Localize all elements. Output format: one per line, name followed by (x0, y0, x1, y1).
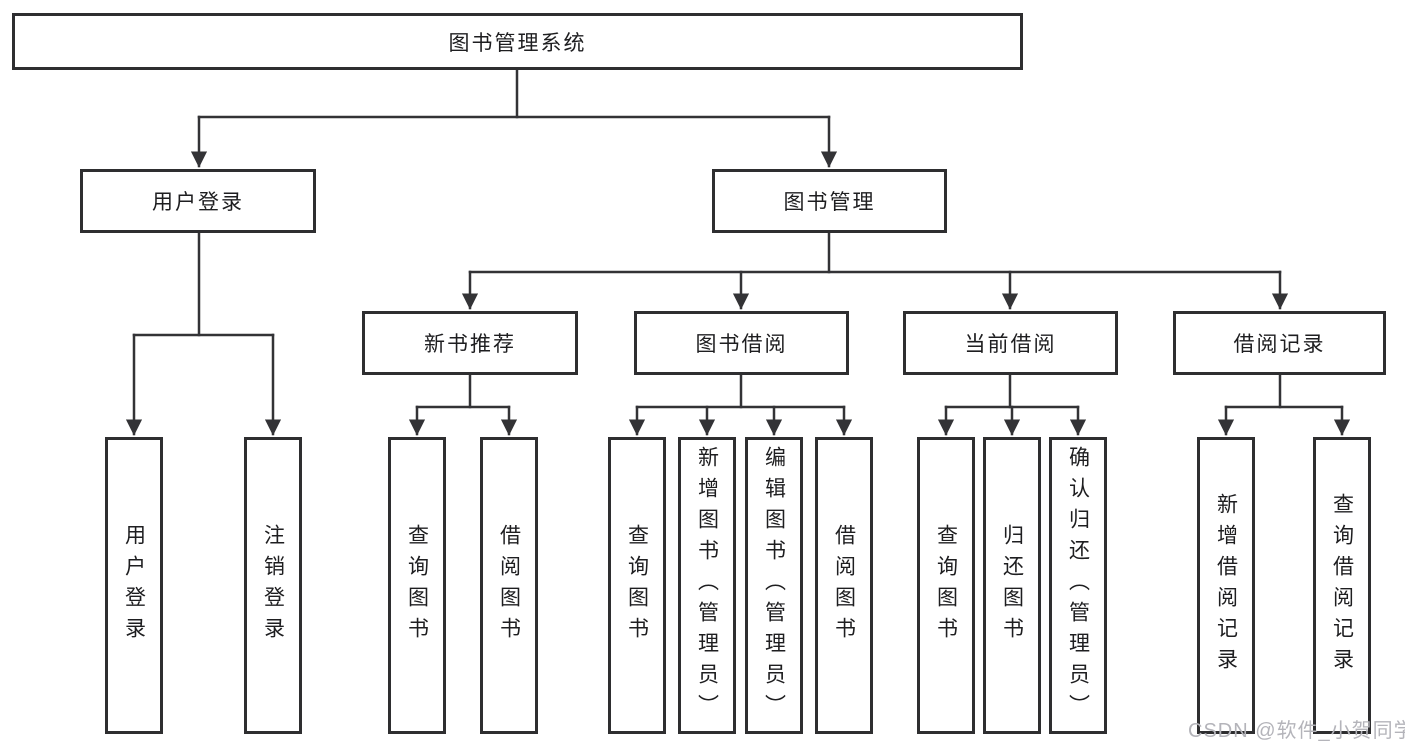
box-book-management: 图书管理 (712, 169, 947, 233)
node-label: 图书管理 (783, 191, 876, 214)
leaf-query-books-borrow: 查询图书 (608, 437, 666, 734)
node-label: 新增图书（管理员） (695, 446, 719, 725)
box-book-borrow: 图书借阅 (634, 311, 849, 375)
node-label: 查询图书 (625, 523, 649, 648)
node-label: 编辑图书（管理员） (762, 446, 786, 725)
node-label: 当前借阅 (964, 333, 1057, 356)
leaf-borrow-books: 借阅图书 (815, 437, 873, 734)
box-new-book-recommend: 新书推荐 (362, 311, 578, 375)
node-label: 图书借阅 (695, 333, 788, 356)
node-label: 新书推荐 (424, 333, 516, 356)
node-label: 确认归还（管理员） (1066, 446, 1090, 725)
leaf-borrow-books-recommend: 借阅图书 (480, 437, 538, 734)
leaf-logout: 注销登录 (244, 437, 302, 734)
box-current-borrow: 当前借阅 (903, 311, 1118, 375)
box-library-system: 图书管理系统 (12, 13, 1023, 70)
node-label: 借阅记录 (1233, 333, 1326, 356)
box-user-login: 用户登录 (80, 169, 316, 233)
node-label: 用户登录 (152, 191, 244, 214)
node-label: 注销登录 (261, 523, 285, 648)
node-label: 图书管理系统 (448, 31, 587, 55)
leaf-add-book-admin: 新增图书（管理员） (678, 437, 736, 734)
leaf-query-borrow-record: 查询借阅记录 (1313, 437, 1371, 734)
node-label: 查询借阅记录 (1330, 492, 1354, 679)
csdn-watermark: CSDN @软件_小贺同学 (1188, 720, 1405, 742)
leaf-return-books: 归还图书 (983, 437, 1041, 734)
leaf-user-login: 用户登录 (105, 437, 163, 734)
leaf-confirm-return-admin: 确认归还（管理员） (1049, 437, 1107, 734)
node-label: 借阅图书 (497, 523, 521, 648)
leaf-add-borrow-record: 新增借阅记录 (1197, 437, 1255, 734)
node-label: 用户登录 (122, 523, 146, 648)
node-label: 借阅图书 (832, 523, 856, 648)
leaf-edit-book-admin: 编辑图书（管理员） (745, 437, 803, 734)
leaf-query-books-recommend: 查询图书 (388, 437, 446, 734)
node-label: 查询图书 (934, 523, 958, 648)
box-borrow-records: 借阅记录 (1173, 311, 1386, 375)
node-label: 查询图书 (405, 523, 429, 648)
node-label: 新增借阅记录 (1214, 492, 1238, 679)
node-label: 归还图书 (1000, 523, 1024, 648)
leaf-query-books-current: 查询图书 (917, 437, 975, 734)
